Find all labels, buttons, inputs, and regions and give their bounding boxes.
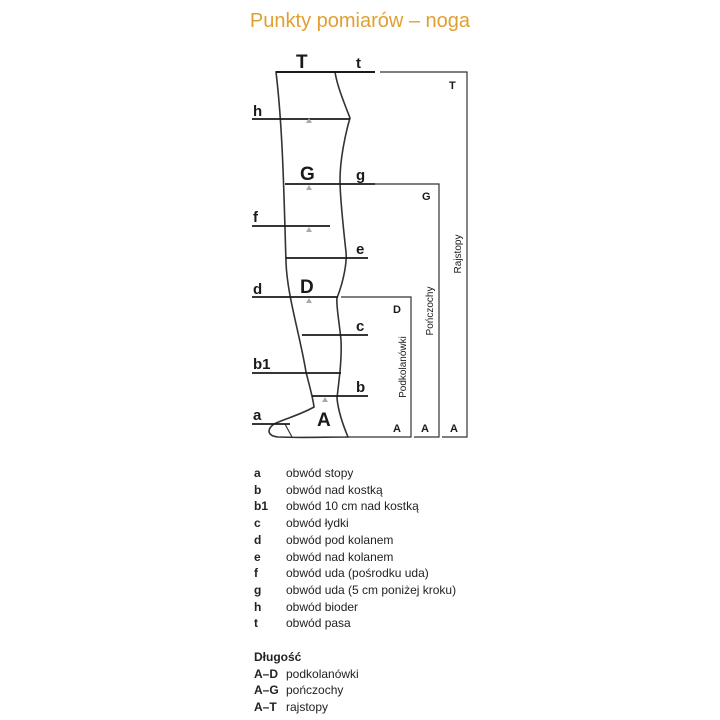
- leg-measurement-diagram: T G D A t h g f e d c b1 b a D A Podkola…: [252, 52, 468, 439]
- label-b: b: [356, 379, 365, 396]
- label-a: a: [253, 407, 262, 424]
- page-title: Punkty pomiarów – noga: [249, 10, 471, 32]
- bracket-rajstopy: [380, 71, 468, 438]
- length-code: A–G: [254, 683, 279, 698]
- length-row: A–T rajstopy: [254, 699, 456, 716]
- legend: a obwód stopy b obwód nad kostką b1 obwód 1…: [254, 465, 456, 716]
- label-h: h: [253, 103, 262, 120]
- length-desc: podkolanówki: [286, 666, 359, 681]
- legend-row: b obwód nad kostką: [254, 482, 456, 499]
- legend-desc: obwód bioder: [286, 599, 359, 614]
- legend-desc: obwód pasa: [286, 616, 351, 631]
- bracket-top-G: G: [422, 191, 431, 203]
- legend-code: c: [254, 516, 261, 531]
- label-d: d: [253, 281, 262, 298]
- legend-desc: obwód uda (5 cm poniżej kroku): [286, 582, 457, 597]
- legend-code: f: [254, 566, 258, 581]
- legend-desc: obwód 10 cm nad kostką: [286, 499, 419, 514]
- marker-triangle: [306, 118, 312, 123]
- legend-code: e: [254, 549, 261, 564]
- marker-triangle: [306, 185, 312, 190]
- length-title: Długość: [254, 650, 302, 665]
- legend-row: e obwód nad kolanem: [254, 549, 456, 566]
- legend-desc: obwód uda (pośrodku uda): [286, 566, 429, 581]
- legend-code: b: [254, 482, 262, 497]
- bracket-ponczochy: [375, 183, 440, 438]
- legend-code: t: [254, 616, 258, 631]
- big-label-T: T: [296, 52, 308, 73]
- marker-triangle: [306, 298, 312, 303]
- label-c: c: [356, 318, 364, 335]
- legend-code: b1: [254, 499, 269, 514]
- big-label-G: G: [300, 164, 315, 185]
- length-desc: pończochy: [286, 683, 344, 698]
- bracket-top-T: T: [449, 80, 456, 92]
- legend-row: f obwód uda (pośrodku uda): [254, 565, 456, 582]
- big-label-A: A: [317, 410, 331, 431]
- label-e: e: [356, 241, 364, 258]
- legend-code: h: [254, 599, 262, 614]
- length-row: A–G pończochy: [254, 682, 456, 699]
- leg-outline: [268, 71, 351, 439]
- label-g: g: [356, 167, 365, 184]
- bracket-name-rajstopy: Rajstopy: [453, 235, 464, 274]
- legend-row: a obwód stopy: [254, 465, 456, 482]
- legend-row: t obwód pasa: [254, 615, 456, 632]
- legend-code: a: [254, 466, 261, 480]
- label-b1: b1: [253, 356, 271, 373]
- marker-triangle: [322, 397, 328, 402]
- label-t: t: [356, 55, 361, 72]
- legend-row: d obwód pod kolanem: [254, 532, 456, 549]
- legend-row: b1 obwód 10 cm nad kostką: [254, 498, 456, 515]
- legend-desc: obwód łydki: [286, 516, 349, 531]
- bracket-name-ponczochy: Pończochy: [425, 287, 436, 336]
- toe-line: [284, 423, 293, 438]
- length-row: A–D podkolanówki: [254, 666, 456, 683]
- length-code: A–T: [254, 700, 277, 715]
- legend-row: g obwód uda (5 cm poniżej kroku): [254, 582, 456, 599]
- marker-triangle: [306, 227, 312, 232]
- legend-code: d: [254, 532, 262, 547]
- legend-desc: obwód pod kolanem: [286, 532, 394, 547]
- bracket-bottom-A-2: A: [421, 423, 429, 435]
- bracket-podkolanowki: [341, 296, 412, 438]
- legend-row: c obwód łydki: [254, 515, 456, 532]
- bracket-bottom-A-3: A: [450, 423, 458, 435]
- legend-desc: obwód nad kolanem: [286, 549, 394, 564]
- length-desc: rajstopy: [286, 700, 329, 715]
- legend-code: g: [254, 582, 262, 597]
- legend-row: h obwód bioder: [254, 599, 456, 616]
- length-code: A–D: [254, 666, 279, 681]
- big-label-D: D: [300, 277, 314, 298]
- label-f: f: [253, 209, 259, 226]
- bracket-top-D: D: [393, 304, 401, 316]
- legend-desc: obwód stopy: [286, 466, 354, 480]
- bracket-bottom-A-1: A: [393, 423, 401, 435]
- bracket-name-podkolanowki: Podkolanówki: [398, 336, 409, 398]
- legend-desc: obwód nad kostką: [286, 482, 383, 497]
